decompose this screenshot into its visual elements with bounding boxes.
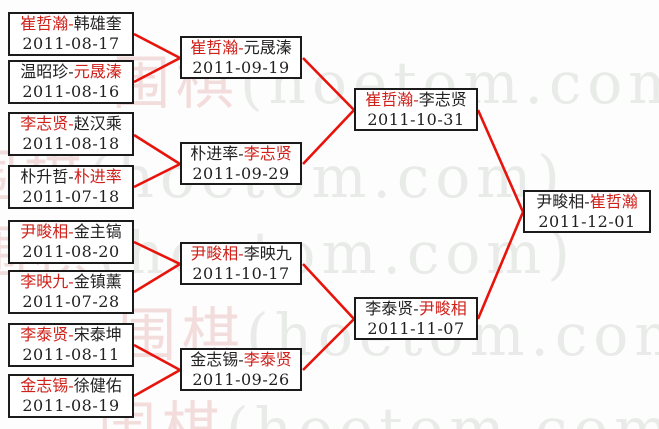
player-name: 崔哲瀚	[365, 89, 414, 109]
vs-separator: -	[68, 376, 74, 395]
player-name: 李志贤	[418, 89, 467, 109]
player-name: 朴进率	[190, 143, 239, 163]
player-name: 崔哲瀚	[190, 37, 239, 57]
match-players: 金志锡-徐健佑	[20, 376, 121, 396]
connector-line	[133, 133, 183, 189]
player-name: 赵汉乘	[73, 114, 122, 133]
player-name: 尹畯相	[536, 191, 585, 211]
match-date: 2011-09-26	[192, 369, 290, 389]
connector-line	[302, 57, 356, 165]
match-box-r1m7: 李泰贤-宋泰坤 2011-08-11	[8, 323, 134, 367]
player-name: 李志贤	[243, 143, 292, 163]
match-date: 2011-07-28	[22, 292, 120, 311]
match-players: 朴进率-李志贤	[190, 144, 291, 164]
match-date: 2011-11-07	[367, 318, 465, 338]
vs-separator: -	[238, 37, 244, 57]
match-box-r1m4: 朴升哲-朴进率 2011-07-18	[8, 165, 134, 209]
match-box-r2m1: 崔哲瀚-元晟溱 2011-09-19	[180, 36, 302, 79]
connector-line	[133, 240, 183, 294]
player-name: 朴升哲	[20, 167, 69, 186]
match-box-r3m2: 李泰贤-尹畯相 2011-11-07	[354, 297, 478, 340]
player-name: 徐健佑	[73, 376, 122, 395]
match-players: 金志锡-李泰贤	[190, 350, 291, 370]
match-date: 2011-09-29	[192, 163, 290, 183]
vs-separator: -	[68, 222, 74, 241]
vs-separator: -	[584, 191, 590, 211]
vs-separator: -	[238, 349, 244, 369]
match-date: 2011-08-16	[22, 82, 120, 101]
vs-separator: -	[68, 62, 74, 81]
vs-separator: -	[413, 89, 419, 109]
match-players: 尹畯相-金主镐	[20, 222, 121, 242]
player-name: 崔哲瀚	[20, 14, 69, 33]
match-box-r3m1: 崔哲瀚-李志贤 2011-10-31	[354, 88, 478, 131]
player-name: 金镇薰	[73, 272, 122, 291]
match-box-r1m2: 温昭珍-元晟溱 2011-08-16	[8, 60, 134, 104]
vs-separator: -	[238, 143, 244, 163]
connector-line	[133, 32, 183, 84]
match-box-r2m4: 金志锡-李泰贤 2011-09-26	[180, 348, 302, 391]
match-box-r1m6: 李映九-金镇薰 2011-07-28	[8, 270, 134, 314]
watermark-latin-text: (hoetom.com)	[226, 395, 659, 429]
player-name: 元晟溱	[73, 62, 122, 81]
match-players: 尹畯相-李映九	[190, 244, 291, 264]
match-date: 2011-08-20	[22, 242, 120, 261]
vs-separator: -	[68, 114, 74, 133]
match-box-r1m1: 崔哲瀚-韩雄奎 2011-08-17	[8, 12, 134, 56]
match-date: 2011-10-17	[192, 263, 290, 283]
connector-line	[476, 109, 525, 320]
vs-separator: -	[68, 14, 74, 33]
match-players: 李志贤-赵汉乘	[20, 114, 121, 134]
match-players: 李泰贤-尹畯相	[365, 299, 466, 319]
player-name: 金志锡	[20, 376, 69, 395]
connector-line	[133, 343, 183, 398]
player-name: 元晟溱	[243, 37, 292, 57]
match-date: 2011-10-31	[367, 109, 465, 129]
match-box-r2m2: 朴进率-李志贤 2011-09-29	[180, 142, 302, 185]
player-name: 尹畯相	[20, 222, 69, 241]
match-players: 李映九-金镇薰	[20, 272, 121, 292]
watermark-latin-text: (hoetom.com)	[98, 219, 576, 287]
vs-separator: -	[68, 325, 74, 344]
player-name: 尹畯相	[418, 298, 467, 318]
match-players: 崔哲瀚-李志贤	[365, 90, 466, 110]
player-name: 朴进率	[73, 167, 122, 186]
player-name: 金志锡	[190, 349, 239, 369]
match-players: 温昭珍-元晟溱	[20, 62, 121, 82]
vs-separator: -	[238, 243, 244, 263]
match-date: 2011-08-18	[22, 134, 120, 153]
match-date: 2011-08-17	[22, 34, 120, 53]
match-players: 尹畯相-崔哲瀚	[536, 192, 637, 212]
match-date: 2011-07-18	[22, 187, 120, 206]
vs-separator: -	[413, 298, 419, 318]
player-name: 李映九	[243, 243, 292, 263]
match-players: 崔哲瀚-韩雄奎	[20, 14, 121, 34]
match-box-r1m5: 尹畯相-金主镐 2011-08-20	[8, 220, 134, 264]
player-name: 宋泰坤	[73, 325, 122, 344]
player-name: 李志贤	[20, 114, 69, 133]
player-name: 李泰贤	[243, 349, 292, 369]
match-box-final: 尹畯相-崔哲瀚 2011-12-01	[523, 190, 651, 233]
player-name: 崔哲瀚	[589, 191, 638, 211]
match-date: 2011-12-01	[538, 211, 636, 231]
match-box-r1m8: 金志锡-徐健佑 2011-08-19	[8, 374, 134, 418]
match-date: 2011-08-11	[22, 345, 120, 364]
vs-separator: -	[68, 167, 74, 186]
match-date: 2011-08-19	[22, 396, 120, 415]
player-name: 韩雄奎	[73, 14, 122, 33]
match-box-r1m3: 李志贤-赵汉乘 2011-08-18	[8, 112, 134, 156]
player-name: 李泰贤	[20, 325, 69, 344]
match-players: 崔哲瀚-元晟溱	[190, 38, 291, 58]
connector-line	[302, 263, 356, 371]
player-name: 尹畯相	[190, 243, 239, 263]
match-date: 2011-09-19	[192, 57, 290, 77]
player-name: 金主镐	[73, 222, 122, 241]
match-players: 李泰贤-宋泰坤	[20, 325, 121, 345]
player-name: 李泰贤	[365, 298, 414, 318]
player-name: 温昭珍	[20, 62, 69, 81]
match-players: 朴升哲-朴进率	[20, 167, 121, 187]
vs-separator: -	[68, 272, 74, 291]
match-box-r2m3: 尹畯相-李映九 2011-10-17	[180, 242, 302, 285]
player-name: 李映九	[20, 272, 69, 291]
